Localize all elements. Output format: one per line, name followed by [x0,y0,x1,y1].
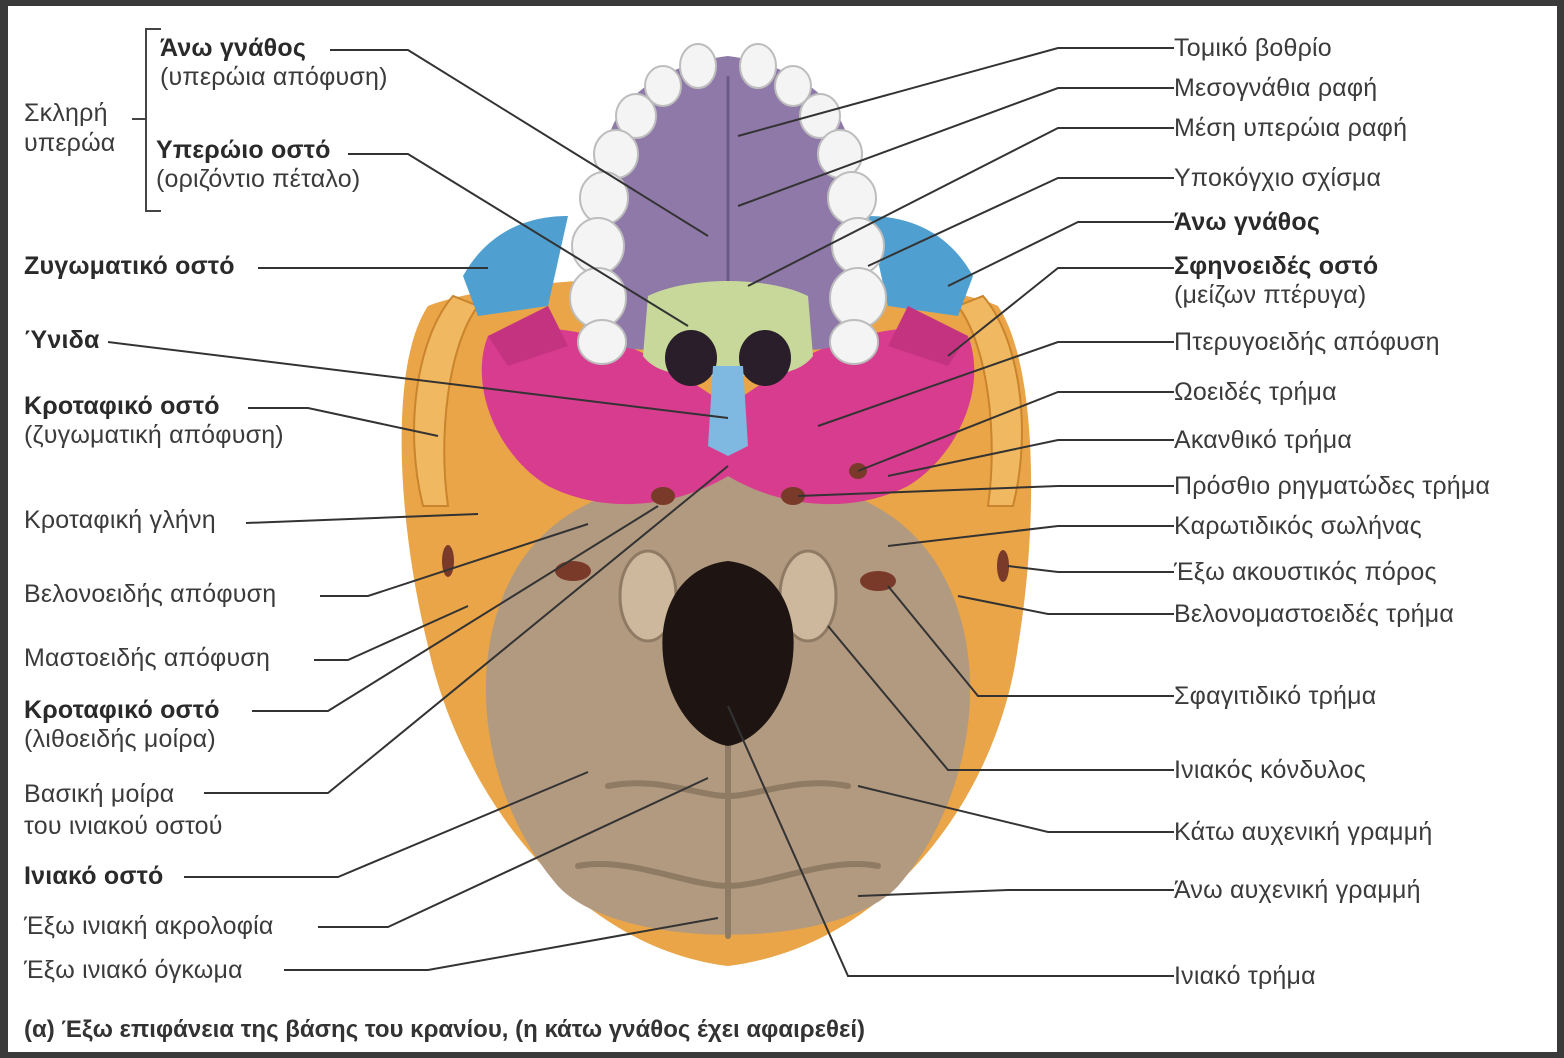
label-stylomastoid-foramen: Βελονομαστοειδές τρήμα [1174,600,1454,629]
label-inferior-nuchal-line: Κάτω αυχενική γραμμή [1174,818,1433,847]
label-external-occipital-crest: Έξω ινιακή ακρολοφία [24,912,274,941]
tooth [830,320,878,364]
choana-left [665,330,717,386]
tooth [578,320,626,364]
label-external-occipital-protuberance: Έξω ινιακό όγκωμα [24,956,243,985]
tooth [572,218,624,274]
figure-frame: Σκληρή υπερώα Άνω γνάθος (υπερώια απόφυσ… [8,6,1557,1052]
label-mastoid-process: Μαστοειδής απόφυση [24,644,270,673]
choana-right [739,330,791,386]
label-pterygoid-process: Πτερυγοειδής απόφυση [1174,328,1440,357]
tooth [740,44,776,88]
label-foramen-magnum: Ινιακό τρήμα [1174,962,1316,991]
tooth [828,172,876,224]
label-styloid-process: Βελονοειδής απόφυση [24,580,276,609]
tooth [830,268,886,328]
foramen [997,550,1009,582]
label-hard-palate: Σκληρή υπερώα [24,98,115,158]
label-title: Υπερώιο οστό [156,136,331,164]
label-superior-nuchal-line: Άνω αυχενική γραμμή [1174,876,1421,905]
label-temporal-petrous: Κροταφικό οστό (λιθοειδής μοίρα) [24,696,220,754]
label-title: Κροταφικό οστό [24,696,220,724]
vomer-shape [708,366,748,456]
label-occipital-bone: Ινιακό οστό [24,862,164,891]
label-maxilla: Άνω γνάθος [1174,208,1320,237]
foramen [651,487,675,505]
leader-line [1008,566,1174,572]
label-foramen-spinosum: Ακανθικό τρήμα [1174,426,1352,455]
label-maxilla-palatine-process: Άνω γνάθος (υπερώια απόφυση) [160,34,388,92]
label-infraorbital-fissure: Υποκόγχιο σχίσμα [1174,164,1381,193]
foramen [555,561,591,581]
label-incisive-fossa: Τομικό βοθρίο [1174,34,1332,63]
label-intermaxillary-suture: Μεσογνάθια ραφή [1174,74,1377,103]
label-mandibular-fossa: Κροταφική γλήνη [24,506,216,535]
label-subtitle: (μείζων πτέρυγα) [1174,281,1378,310]
label-foramen-ovale: Ωοειδές τρήμα [1174,378,1337,407]
tooth [818,130,862,178]
label-carotid-canal: Καρωτιδικός σωλήνας [1174,512,1422,541]
label-subtitle: (λιθοειδής μοίρα) [24,725,220,754]
leader-line [858,890,1174,896]
label-vomer: Ύνιδα [24,326,100,355]
hard-palate-bracket-tick [132,118,146,120]
label-zygomatic-bone: Ζυγωματικό οστό [24,252,235,281]
label-title: Κροταφικό οστό [24,392,220,420]
tooth [594,130,638,178]
label-jugular-foramen: Σφαγιτιδικό τρήμα [1174,682,1376,711]
label-subtitle: (ζυγωματική απόφυση) [24,421,284,450]
label-title: Άνω γνάθος [160,34,306,62]
figure-caption: (α) Έξω επιφάνεια της βάσης του κρανίου,… [24,1016,865,1044]
label-foramen-lacerum: Πρόσθιο ρηγματώδες τρήμα [1174,472,1490,501]
label-temporal-zygomatic: Κροταφικό οστό (ζυγωματική απόφυση) [24,392,284,450]
label-palatine-bone: Υπερώιο οστό (οριζόντιο πέταλο) [156,136,360,194]
label-median-palatine-suture: Μέση υπερώια ραφή [1174,114,1407,143]
label-external-acoustic-meatus: Έξω ακουστικός πόρος [1174,558,1437,587]
label-title: Σφηνοειδές οστό [1174,252,1378,280]
tooth [580,172,628,224]
tooth [570,268,626,328]
tooth [832,218,884,274]
tooth [680,44,716,88]
label-basilar-part: Βασική μοίρα του ινιακού οστού [24,778,223,842]
label-occipital-condyle: Ινιακός κόνδυλος [1174,756,1366,785]
label-sphenoid-bone: Σφηνοειδές οστό (μείζων πτέρυγα) [1174,252,1378,310]
label-subtitle: (οριζόντιο πέταλο) [156,165,360,194]
leader-line [948,222,1174,286]
label-subtitle: (υπερώια απόφυση) [160,63,388,92]
